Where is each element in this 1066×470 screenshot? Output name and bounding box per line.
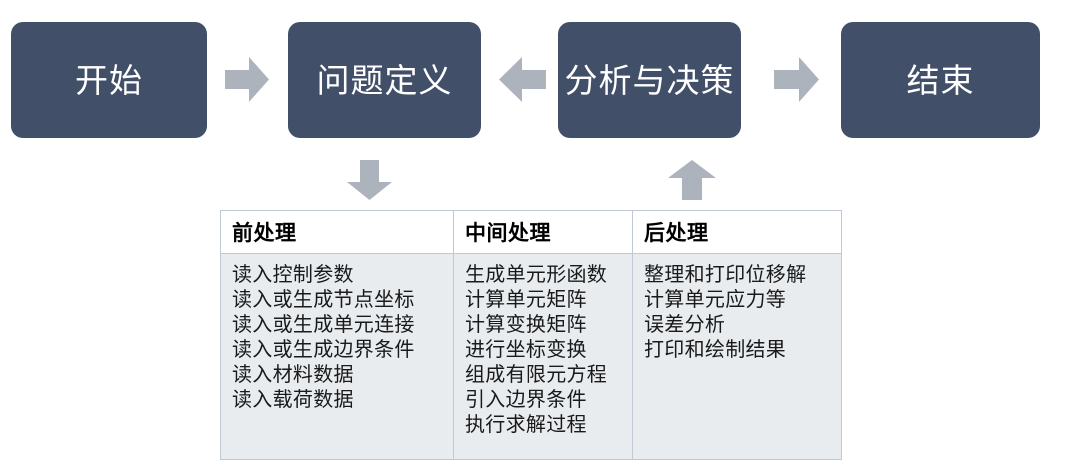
- process-box-analysis-decision-label: 分析与决策: [564, 61, 735, 99]
- stage-table: 前处理 中间处理 后处理 读入控制参数 读入或生成节点坐标 读入或生成单元连接 …: [220, 210, 842, 460]
- list-item: 读入或生成边界条件: [232, 339, 415, 361]
- list-item: 打印和绘制结果: [644, 339, 787, 361]
- process-box-start[interactable]: 开始: [11, 22, 207, 138]
- list-item: 计算变换矩阵: [465, 314, 587, 336]
- table-row: 读入控制参数 读入或生成节点坐标 读入或生成单元连接 读入或生成边界条件 读入材…: [220, 253, 842, 460]
- process-box-problem-definition[interactable]: 问题定义: [288, 22, 481, 138]
- arrow-up-icon-postprocessing-to-analysis: [668, 160, 716, 200]
- list-item: 组成有限元方程: [465, 364, 608, 386]
- table-header-row: 前处理 中间处理 后处理: [220, 210, 842, 254]
- list-item: 读入材料数据: [232, 364, 354, 386]
- list-item: 计算单元矩阵: [465, 289, 587, 311]
- list-item: 读入或生成单元连接: [232, 314, 415, 336]
- table-header-postprocessing: 后处理: [632, 210, 842, 254]
- table-header-preprocessing: 前处理: [220, 210, 454, 254]
- table-cell-preprocessing: 读入控制参数 读入或生成节点坐标 读入或生成单元连接 读入或生成边界条件 读入材…: [220, 253, 454, 460]
- list-item: 读入载荷数据: [232, 389, 354, 411]
- list-item: 生成单元形函数: [465, 264, 608, 286]
- arrow-right-icon-analysis-to-end: [774, 57, 819, 102]
- process-box-analysis-decision[interactable]: 分析与决策: [558, 22, 741, 138]
- arrow-left-icon-analysis-to-problem: [499, 57, 546, 102]
- process-box-start-label: 开始: [75, 61, 143, 99]
- list-item: 误差分析: [644, 314, 726, 336]
- postprocessing-step-list: 整理和打印位移解 计算单元应力等 误差分析 打印和绘制结果: [644, 263, 841, 363]
- process-box-problem-definition-label: 问题定义: [316, 61, 453, 99]
- table-cell-intermediate-processing: 生成单元形函数 计算单元矩阵 计算变换矩阵 进行坐标变换 组成有限元方程 引入边…: [453, 253, 633, 460]
- list-item: 读入或生成节点坐标: [232, 289, 415, 311]
- process-box-end-label: 结束: [906, 61, 975, 99]
- intermediate-processing-step-list: 生成单元形函数 计算单元矩阵 计算变换矩阵 进行坐标变换 组成有限元方程 引入边…: [465, 263, 632, 438]
- list-item: 读入控制参数: [232, 264, 354, 286]
- table-header-intermediate-processing: 中间处理: [453, 210, 633, 254]
- preprocessing-step-list: 读入控制参数 读入或生成节点坐标 读入或生成单元连接 读入或生成边界条件 读入材…: [232, 263, 453, 413]
- list-item: 计算单元应力等: [644, 289, 787, 311]
- arrow-right-icon-start-to-problem: [225, 57, 269, 102]
- list-item: 整理和打印位移解: [644, 264, 807, 286]
- list-item: 引入边界条件: [465, 389, 587, 411]
- process-box-end[interactable]: 结束: [841, 22, 1040, 138]
- arrow-down-icon-problem-to-preprocessing: [347, 160, 392, 200]
- list-item: 执行求解过程: [465, 414, 587, 436]
- list-item: 进行坐标变换: [465, 339, 587, 361]
- table-cell-postprocessing: 整理和打印位移解 计算单元应力等 误差分析 打印和绘制结果: [632, 253, 842, 460]
